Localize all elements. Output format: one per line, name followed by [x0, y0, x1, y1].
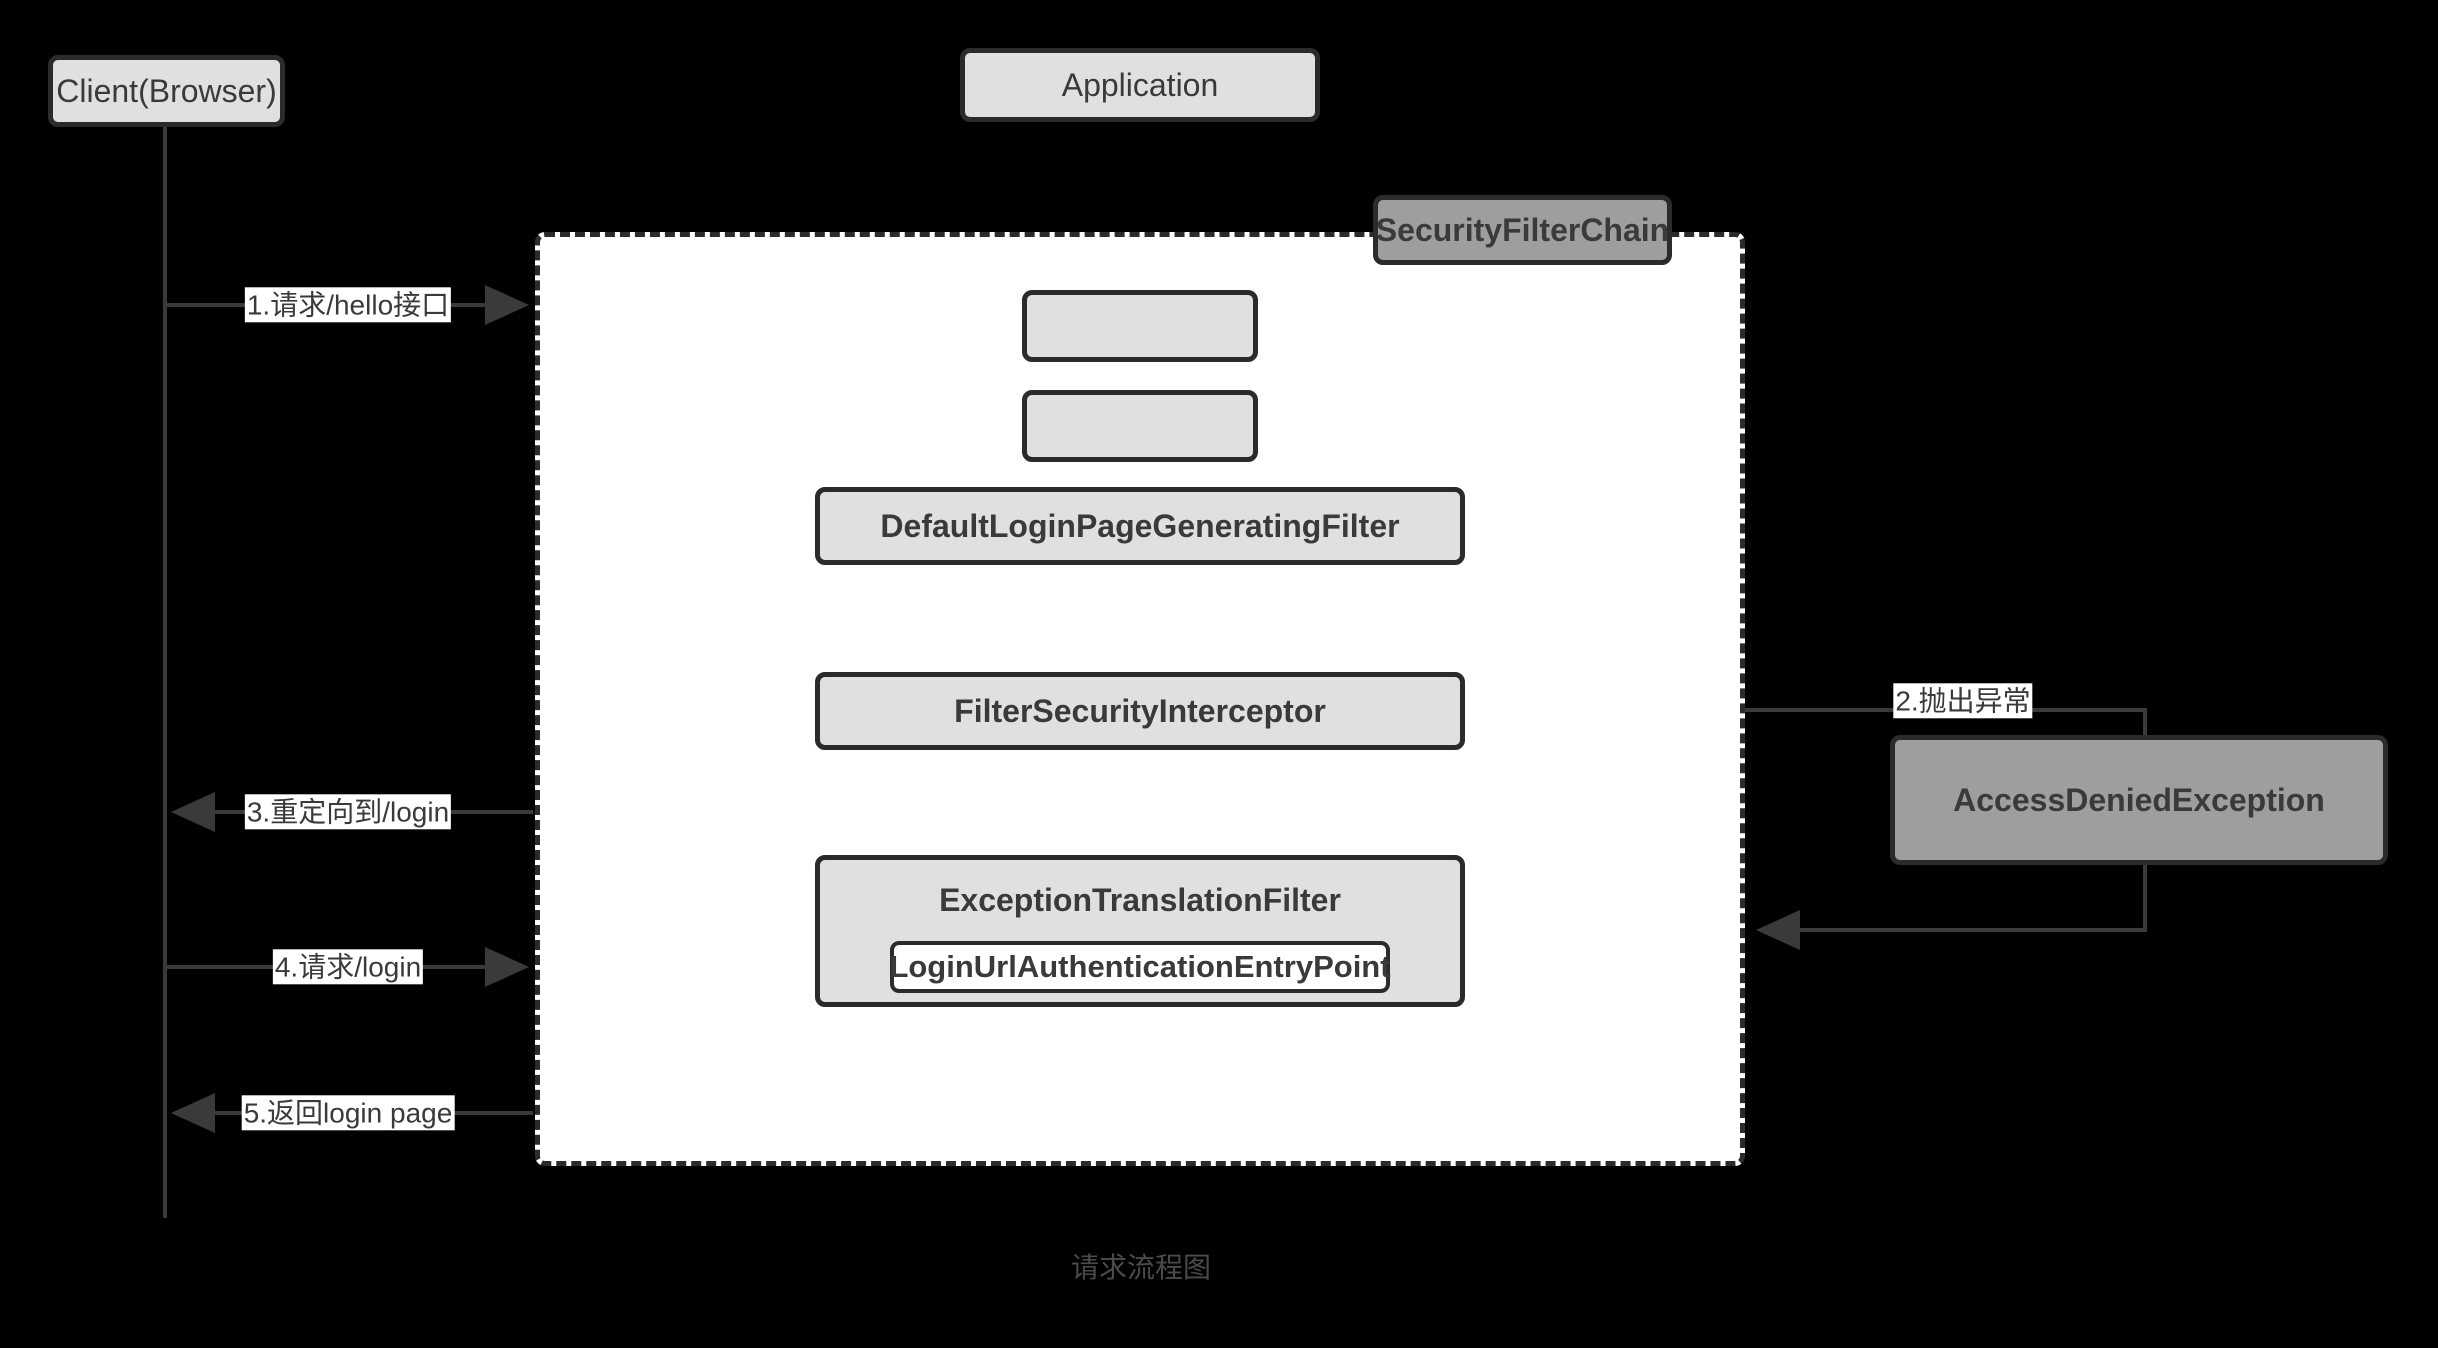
- login-url-authentication-entry-point-box[interactable]: LoginUrlAuthenticationEntryPoint: [889, 940, 1391, 993]
- security-filter-chain-label: SecurityFilterChain: [1375, 211, 1670, 248]
- filter-box-empty-2[interactable]: [1022, 390, 1258, 462]
- default-login-page-generating-filter-box[interactable]: DefaultLoginPageGeneratingFilter: [815, 487, 1465, 565]
- exception-translation-filter-box[interactable]: ExceptionTranslationFilter LoginUrlAuthe…: [815, 855, 1465, 1007]
- application-box[interactable]: Application: [960, 48, 1320, 122]
- access-denied-exception-label: AccessDeniedException: [1953, 781, 2325, 818]
- edge-label-5: 5.返回login page: [241, 1095, 455, 1131]
- filter-security-interceptor-box[interactable]: FilterSecurityInterceptor: [815, 672, 1465, 750]
- edge-label-3: 3.重定向到/login: [244, 794, 452, 830]
- access-denied-exception-box[interactable]: AccessDeniedException: [1890, 735, 2388, 865]
- default-login-page-generating-filter-label: DefaultLoginPageGeneratingFilter: [880, 507, 1400, 544]
- edge-label-4: 4.请求/login: [272, 949, 424, 985]
- filter-box-empty-1[interactable]: [1022, 290, 1258, 362]
- exception-translation-filter-label: ExceptionTranslationFilter: [939, 882, 1341, 918]
- filter-security-interceptor-label: FilterSecurityInterceptor: [954, 692, 1326, 729]
- edge-label-2: 2.抛出异常: [1893, 683, 2033, 719]
- application-label: Application: [1061, 66, 1219, 103]
- security-filter-chain-badge[interactable]: SecurityFilterChain: [1373, 195, 1672, 265]
- client-browser-box[interactable]: Client(Browser): [48, 55, 285, 127]
- client-browser-label: Client(Browser): [56, 72, 277, 109]
- login-url-authentication-entry-point-label: LoginUrlAuthenticationEntryPoint: [889, 948, 1391, 984]
- diagram-caption: 请求流程图: [1070, 1252, 1212, 1283]
- edge-label-1: 1.请求/hello接口: [244, 287, 452, 323]
